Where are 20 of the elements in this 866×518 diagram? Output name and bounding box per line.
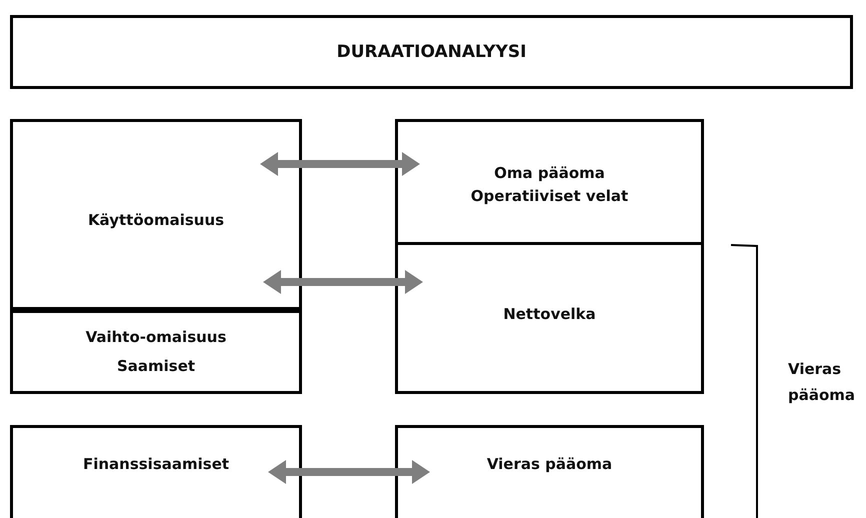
liability-box — [395, 119, 704, 245]
bracket-label: Vieras pääoma — [788, 359, 856, 406]
node-label: Finanssisaamiset — [82, 455, 230, 474]
node-label: Vaihto-omaisuus — [86, 328, 226, 347]
double-arrow — [260, 152, 420, 176]
node-label: Vieras pääoma — [486, 455, 612, 474]
title: DURAATIOANALYYSI — [336, 40, 526, 64]
asset-box — [10, 119, 302, 310]
liability-box — [395, 425, 704, 518]
double-arrow — [268, 460, 430, 484]
asset-box — [10, 307, 302, 394]
asset-box — [10, 425, 302, 518]
node-label: Operatiiviset velat — [470, 187, 628, 206]
node-label: Käyttöomaisuus — [88, 210, 224, 230]
node-label: Nettovelka — [503, 305, 596, 325]
node-label: Saamiset — [116, 357, 196, 376]
double-arrow — [263, 270, 423, 294]
title-box — [10, 15, 853, 89]
node-label: Oma pääoma — [494, 164, 605, 183]
liability-box — [395, 242, 704, 394]
